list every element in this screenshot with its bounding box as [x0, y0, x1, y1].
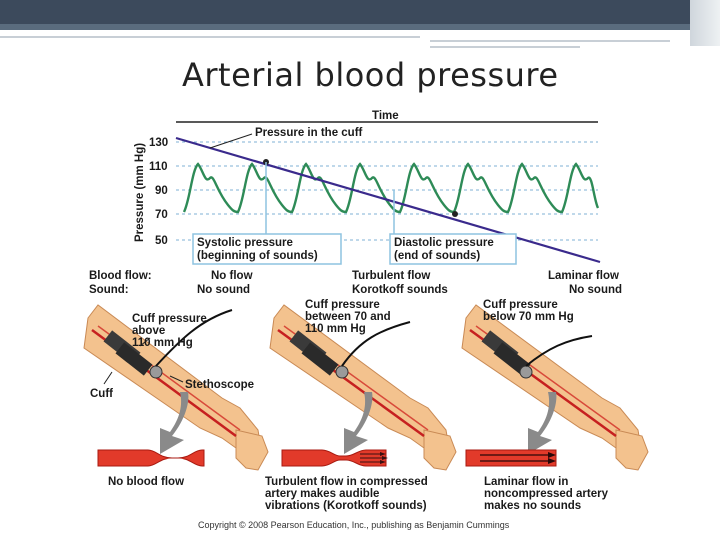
middle-caption-line1: Turbulent flow in compressed: [265, 476, 428, 488]
right-cuff-text-line2: below 70 mm Hg: [483, 311, 574, 323]
slide-header-bar: [0, 0, 720, 24]
right-sound-status: No sound: [569, 284, 622, 296]
middle-cuff-text-line2: between 70 and: [305, 311, 391, 323]
slide-header-corner: [690, 0, 720, 46]
cuff-pressure-line: [175, 136, 601, 264]
middle-cuff-text-line1: Cuff pressure: [305, 299, 380, 311]
left-cuff-text-line1: Cuff pressure: [132, 313, 207, 325]
right-flow-status: Laminar flow: [548, 270, 619, 282]
stethoscope-leader: [169, 375, 184, 383]
left-cuff-text-leader: [139, 337, 151, 347]
right-stethoscope-tube: [525, 335, 593, 367]
left-stethoscope-head: [149, 365, 163, 379]
y-tick-90: 90: [155, 185, 168, 197]
left-caption: No blood flow: [108, 476, 184, 488]
slide-header-accent: [0, 24, 720, 30]
middle-cuff-text-line3: 110 mm Hg: [305, 323, 366, 335]
header-decor-line: [0, 36, 420, 38]
middle-hand: [423, 429, 457, 471]
pressure-graph: Time 130 110 90 70 50 Pressure (mm Hg) P…: [130, 106, 601, 265]
artery-turbulent: [281, 449, 388, 467]
middle-cuff-band: [301, 342, 339, 376]
header-decor-line: [430, 46, 580, 48]
right-caption-line2: noncompressed artery: [484, 488, 609, 500]
y-tick-110: 110: [149, 161, 168, 173]
left-cuff-text-line3: 110 mm Hg: [132, 337, 193, 349]
y-tick-130: 130: [149, 137, 168, 149]
blood-flow-row-label: Blood flow:: [89, 270, 152, 282]
left-cuff-band: [115, 342, 153, 376]
middle-stethoscope-tube: [341, 321, 411, 367]
middle-arm-illustration: [269, 304, 457, 471]
middle-caption-line3: vibrations (Korotkoff sounds): [265, 500, 427, 512]
middle-caption-line2: artery makes audible: [265, 488, 379, 500]
y-tick-50: 50: [155, 235, 168, 247]
cuff-line-label: Pressure in the cuff: [255, 127, 363, 139]
right-stethoscope-head: [519, 365, 533, 379]
right-arrow: [528, 392, 557, 454]
cuff-line-leader: [209, 133, 253, 149]
left-arrow: [160, 392, 189, 454]
right-arm-illustration: [461, 304, 649, 471]
stethoscope-label: Stethoscope: [185, 379, 254, 391]
left-stethoscope-tube: [155, 309, 233, 367]
left-flow-status: No flow: [211, 270, 253, 282]
systolic-box-line2: (beginning of sounds): [197, 250, 318, 262]
artery-no-flow: [97, 449, 205, 467]
diastolic-box-line1: Diastolic pressure: [394, 237, 494, 249]
systolic-box: [192, 233, 342, 265]
diastolic-box: [389, 233, 517, 265]
slide-title: Arterial blood pressure: [182, 56, 559, 94]
middle-sound-status: Korotkoff sounds: [352, 284, 448, 296]
left-arm-illustration: [83, 304, 269, 471]
time-axis-label: Time: [372, 110, 399, 122]
right-hand: [615, 429, 649, 471]
diastolic-point: [452, 211, 458, 217]
copyright-notice: Copyright © 2008 Pearson Education, Inc.…: [198, 520, 510, 530]
middle-stethoscope-head: [335, 365, 349, 379]
y-tick-70: 70: [155, 209, 168, 221]
cuff-leader: [103, 371, 113, 385]
right-caption-line3: makes no sounds: [484, 500, 581, 512]
right-cuff-band: [493, 342, 531, 376]
left-sound-status: No sound: [197, 284, 250, 296]
middle-arrow: [344, 392, 373, 454]
systolic-box-line1: Systolic pressure: [197, 237, 293, 249]
arterial-pressure-wave: [182, 162, 600, 214]
left-cuff-text-line2: above: [132, 325, 165, 337]
gridlines: [176, 141, 598, 241]
header-decor-line: [430, 40, 670, 42]
right-cuff-text-line1: Cuff pressure: [483, 299, 558, 311]
middle-flow-status: Turbulent flow: [352, 270, 430, 282]
cuff-label: Cuff: [90, 388, 113, 400]
sound-row-label: Sound:: [89, 284, 129, 296]
right-caption-line1: Laminar flow in: [484, 476, 568, 488]
left-hand: [235, 429, 269, 471]
artery-laminar: [465, 449, 557, 467]
y-axis-label: Pressure (mm Hg): [134, 143, 146, 242]
diastolic-box-line2: (end of sounds): [394, 250, 480, 262]
